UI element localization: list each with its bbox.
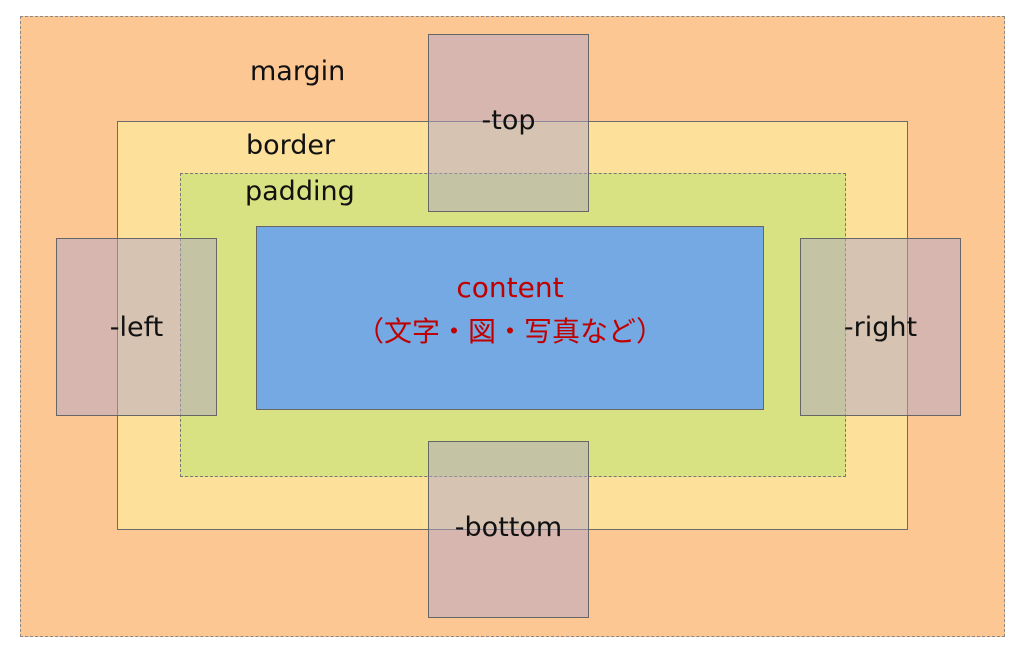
side-top-box: -top <box>428 34 589 212</box>
side-bottom-box: -bottom <box>428 441 589 618</box>
side-right-label: -right <box>843 311 918 343</box>
side-right-box: -right <box>800 238 961 416</box>
content-label-group: content （文字・図・写真など） <box>256 266 764 354</box>
margin-label: margin <box>250 56 346 87</box>
side-bottom-label: -bottom <box>454 512 563 543</box>
side-left-box: -left <box>56 238 217 416</box>
content-note: （文字・図・写真など） <box>355 315 664 348</box>
border-label: border <box>246 130 336 161</box>
side-top-label: -top <box>481 105 536 136</box>
side-left-label: -left <box>109 311 164 343</box>
content-area <box>256 226 764 410</box>
padding-label: padding <box>245 176 355 207</box>
content-label: content <box>456 271 564 304</box>
